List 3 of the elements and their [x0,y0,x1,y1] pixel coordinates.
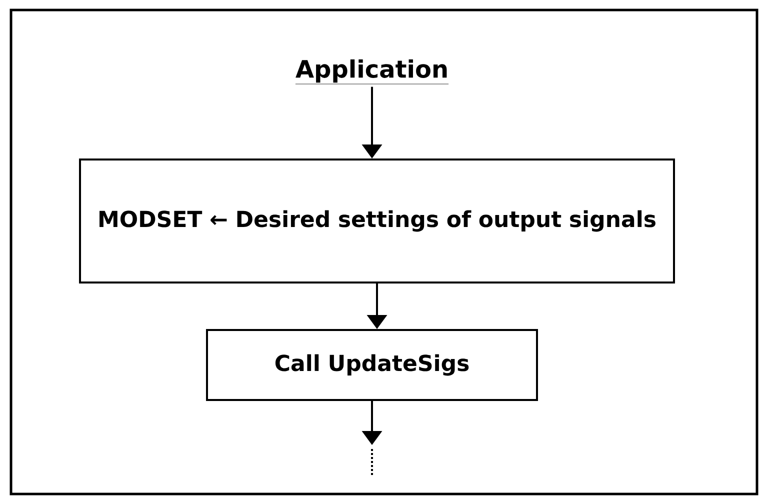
process-box: Call UpdateSigs [206,328,538,401]
title-text: Application [295,59,449,84]
process-box: MODSET ← Desired settings of output signals [79,158,675,284]
